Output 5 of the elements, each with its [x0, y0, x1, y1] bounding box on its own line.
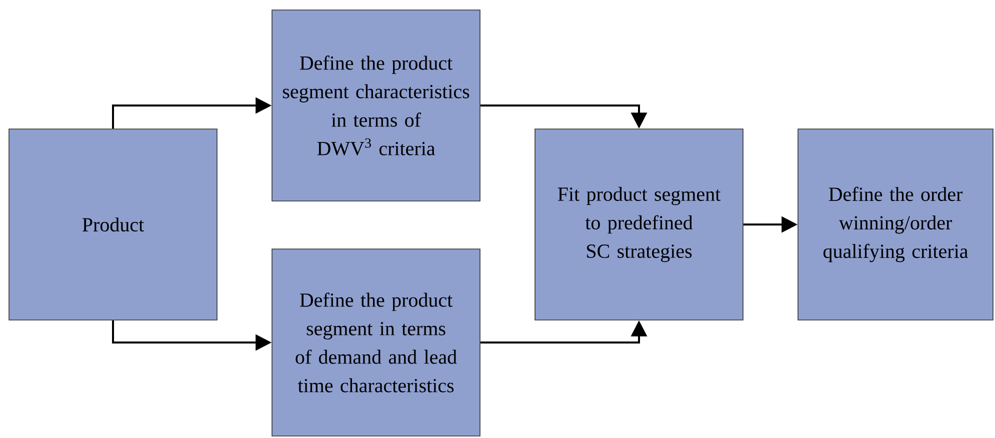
process-box: Product — [8, 128, 218, 320]
process-box: Define the product segment in terms of demand and lead time characteristics — [272, 248, 480, 436]
process-box: Define the order winning/order qualifying criteria — [798, 128, 994, 320]
process-box: Fit product segment to predefined SC strategies — [534, 128, 744, 320]
process-box: Define the product segment characteristics in terms of DWV$^{3}$ criteria — [272, 10, 480, 202]
